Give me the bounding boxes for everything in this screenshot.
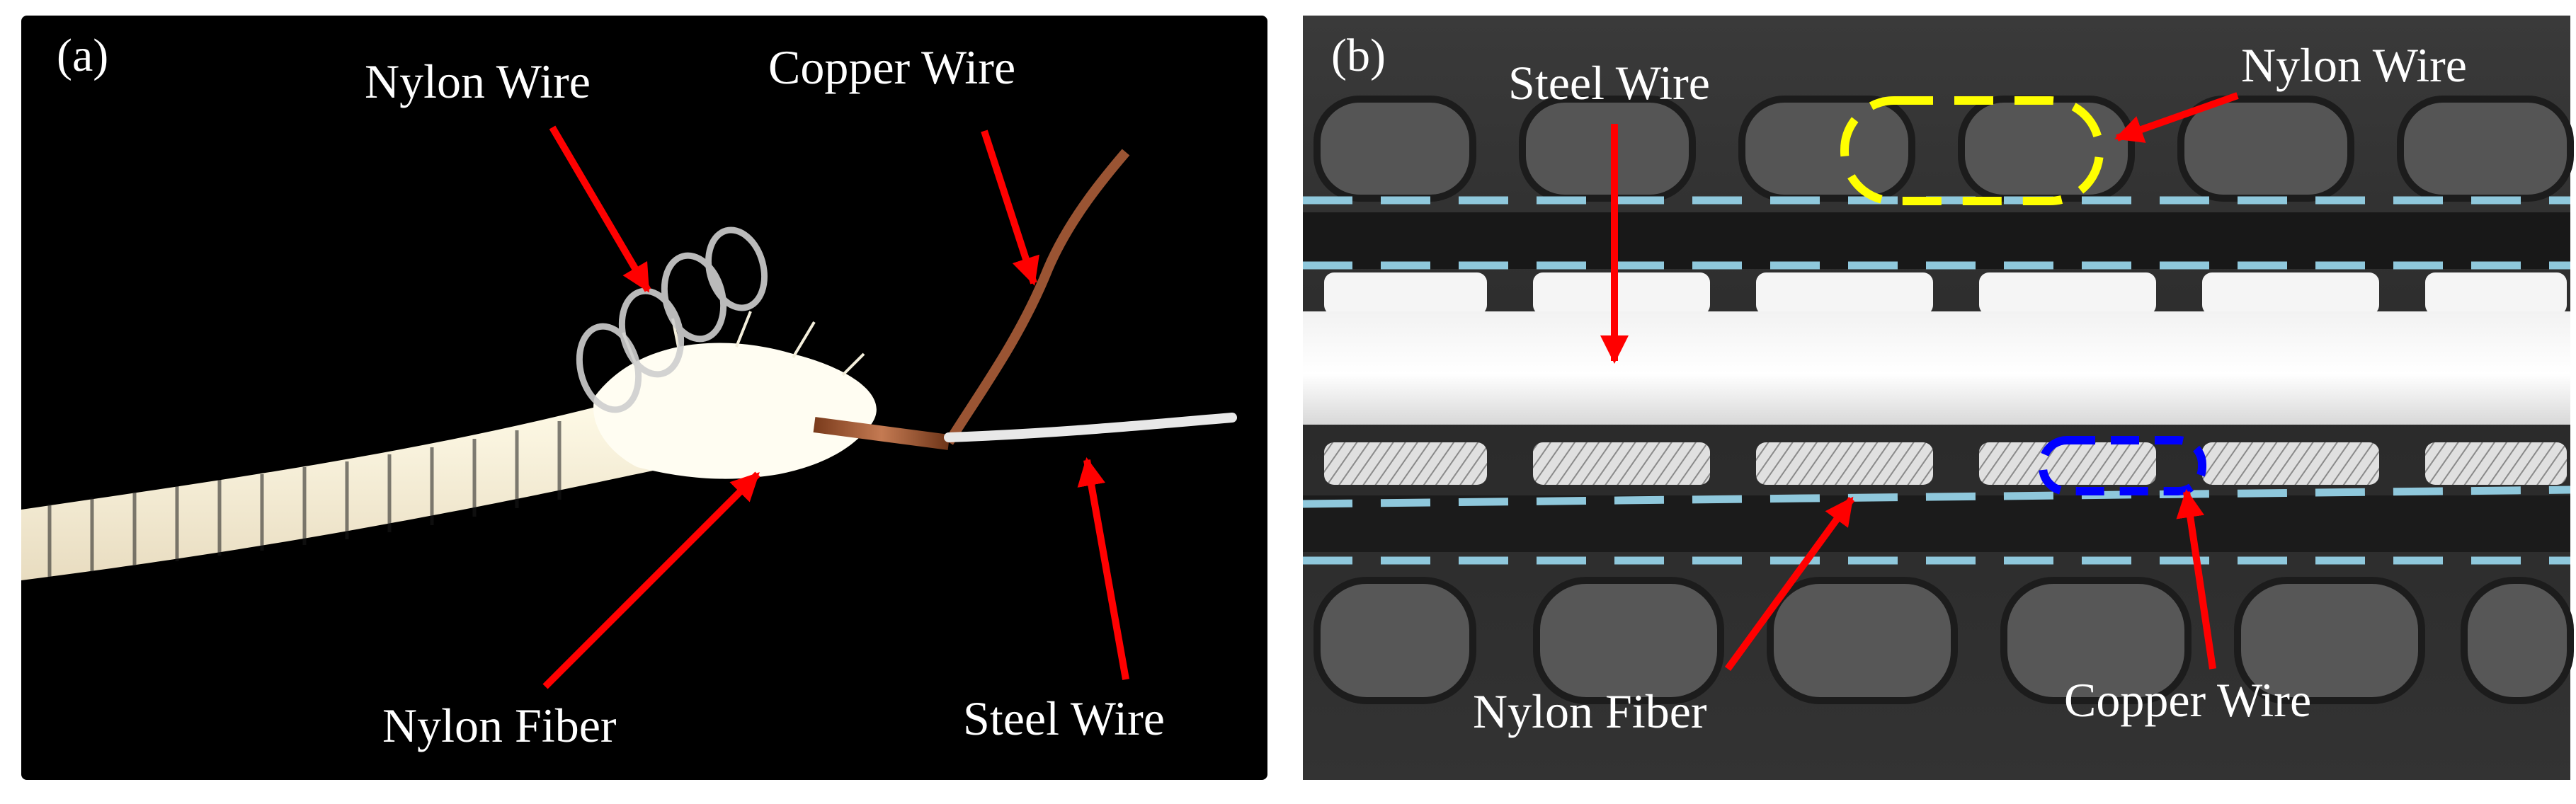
nylon-wire-outline [1840, 96, 2104, 205]
panel-a-photo: (a) Nylon Wire Copper Wire Nylon Fiber S… [0, 0, 1275, 804]
copper-wire-outline [2039, 436, 2206, 495]
lower-fiber-blocks [1324, 442, 2567, 485]
label-nylon-wire-a: Nylon Wire [365, 54, 591, 108]
label-nylon-fiber-a: Nylon Fiber [382, 699, 617, 752]
label-nylon-fiber-b: Nylon Fiber [1473, 684, 1707, 738]
label-steel-wire-a: Steel Wire [963, 691, 1165, 745]
panel-b-tag: (b) [1331, 30, 1386, 81]
panel-b-micrograph: (b) Steel Wire Nylon Wire Nylon Fiber Co… [1303, 0, 2576, 804]
upper-fiber-band [1303, 212, 2570, 269]
label-nylon-wire-b: Nylon Wire [2241, 38, 2467, 92]
label-steel-wire-b: Steel Wire [1508, 56, 1710, 110]
arrow-nylon-fiber-a [542, 471, 760, 689]
arrow-nylon-wire-b [2114, 92, 2239, 143]
panel-a-tag: (a) [57, 30, 108, 81]
top-nylon-wire-row [1313, 96, 2574, 202]
lower-fiber-band [1303, 495, 2570, 552]
bottom-nylon-wire-row [1313, 577, 2574, 704]
upper-fiber-blocks [1324, 272, 2567, 315]
nylon-fiber-sheath [21, 311, 877, 580]
steel-wire-core [1303, 311, 2570, 425]
label-copper-wire-b: Copper Wire [2064, 673, 2311, 727]
label-copper-wire-a: Copper Wire [768, 40, 1015, 94]
panel-a-canvas: (a) Nylon Wire Copper Wire Nylon Fiber S… [21, 16, 1267, 780]
arrow-steel-wire-a [1077, 457, 1129, 680]
panel-b-canvas: (b) Steel Wire Nylon Wire Nylon Fiber Co… [1303, 16, 2574, 780]
arrow-copper-wire-a [981, 130, 1039, 286]
arrow-nylon-wire-a [549, 125, 651, 293]
copper-wire [813, 149, 1130, 450]
steel-wire [944, 413, 1237, 442]
arrow-copper-wire-b [2176, 489, 2216, 670]
arrow-nylon-fiber-b [1724, 496, 1855, 671]
